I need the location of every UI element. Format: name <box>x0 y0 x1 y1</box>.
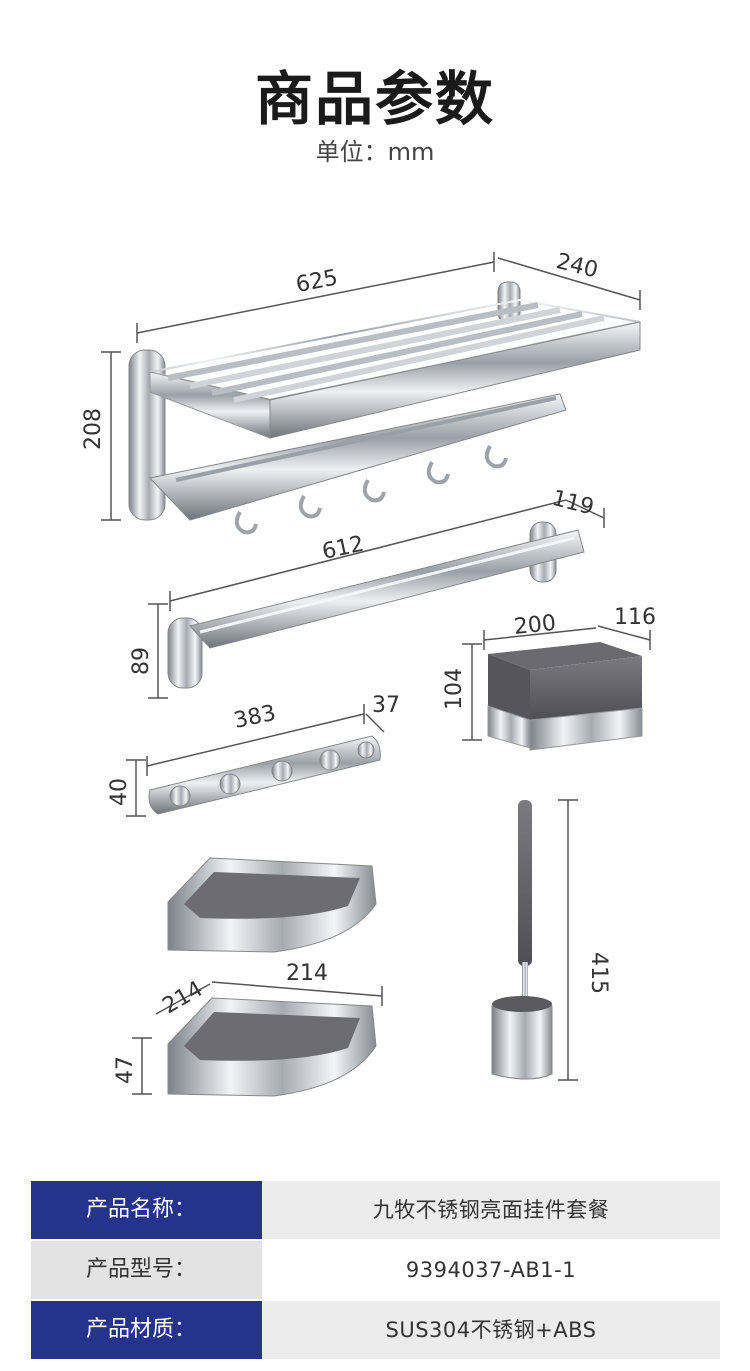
towel-bar: 612 119 89 <box>129 486 605 699</box>
spec-row-material: 产品材质： SUS304不锈钢+ABS <box>31 1301 720 1359</box>
hook-height-label: 40 <box>107 778 132 806</box>
box-width-label: 200 <box>513 611 557 640</box>
rack-width-label: 625 <box>294 265 340 298</box>
hook-depth-label: 37 <box>372 693 400 718</box>
rack-height-label: 208 <box>81 408 106 450</box>
hook-width-label: 383 <box>232 701 278 734</box>
corner-basket-bottom: 214 214 47 <box>113 961 383 1097</box>
spec-value-material: SUS304不锈钢+ABS <box>262 1301 720 1359</box>
basket-height-label: 47 <box>113 1056 138 1084</box>
rack-depth-label: 240 <box>554 249 601 283</box>
unit-label: 单位：mm <box>315 138 435 166</box>
spec-value-name: 九牧不锈钢亮面挂件套餐 <box>262 1181 720 1239</box>
spec-value-model: 9394037-AB1-1 <box>262 1241 720 1299</box>
box-height-label: 104 <box>442 668 467 710</box>
spec-label-name: 产品名称： <box>31 1181 262 1239</box>
spec-table: 产品名称： 九牧不锈钢亮面挂件套餐 产品型号： 9394037-AB1-1 产品… <box>31 1181 720 1361</box>
spec-row-name: 产品名称： 九牧不锈钢亮面挂件套餐 <box>31 1181 720 1239</box>
towel-rack: 625 240 208 <box>81 249 641 535</box>
spec-label-material: 产品材质： <box>31 1301 262 1359</box>
box-depth-label: 116 <box>614 605 656 630</box>
bar-height-label: 89 <box>129 647 154 675</box>
corner-basket-top <box>167 857 377 953</box>
spec-row-model: 产品型号： 9394037-AB1-1 <box>31 1241 720 1299</box>
hook-bar: 383 37 40 <box>107 693 400 817</box>
spec-label-model: 产品型号： <box>31 1241 262 1299</box>
product-illustrations: 625 240 208 <box>81 249 656 1097</box>
bar-width-label: 612 <box>320 532 366 565</box>
storage-box: 200 116 104 <box>442 605 656 751</box>
bar-depth-label: 119 <box>550 486 597 520</box>
toilet-brush: 415 <box>491 799 611 1081</box>
brush-height-label: 415 <box>586 952 611 994</box>
basket-b-label: 214 <box>286 961 328 986</box>
page-title: 商品参数 <box>254 65 495 133</box>
